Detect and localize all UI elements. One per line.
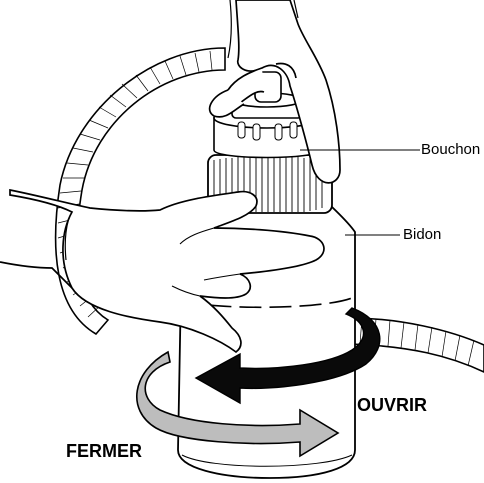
open-label: OUVRIR [357,395,427,416]
close-label: FERMER [66,441,142,462]
container-label: Bidon [403,226,441,243]
cap-label: Bouchon [421,141,480,158]
